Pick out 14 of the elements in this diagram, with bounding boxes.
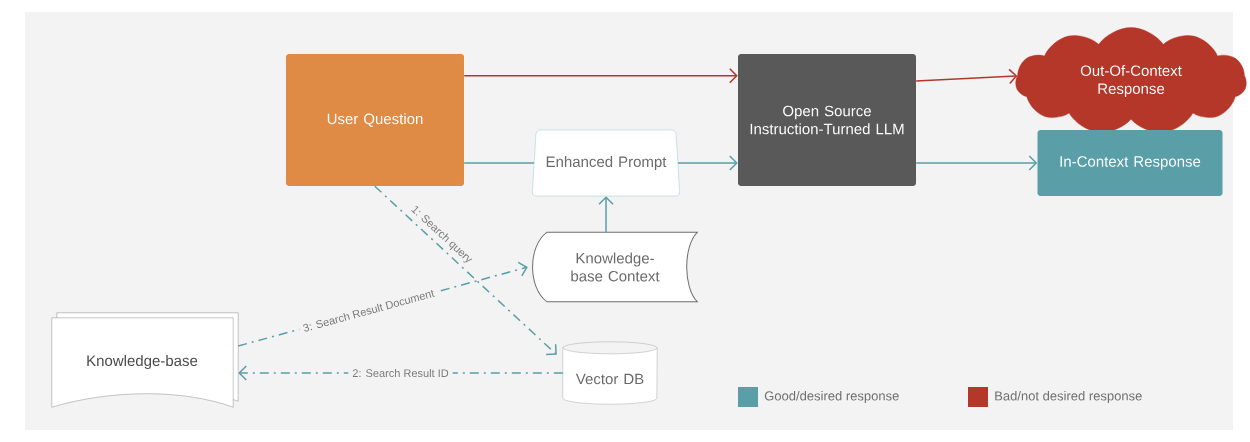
database-cylinder: Vector DB (562, 341, 658, 405)
document-stack: Knowledge-base (51, 312, 239, 408)
process-box: User Question (286, 54, 464, 186)
process-box: Open Source Instruction-Turned LLM (738, 54, 916, 186)
arrow (915, 155, 1038, 171)
arrow (374, 185, 557, 356)
legend-label: Bad/not desired response (995, 390, 1142, 404)
arrow (598, 196, 614, 234)
process-box: In-Context Response (1037, 130, 1223, 196)
trapezoid-box: Enhanced Prompt (532, 129, 680, 197)
arrow (463, 68, 738, 84)
arrow (915, 68, 1018, 85)
arrow (677, 155, 738, 171)
legend-label: Good/desired response (764, 390, 899, 404)
